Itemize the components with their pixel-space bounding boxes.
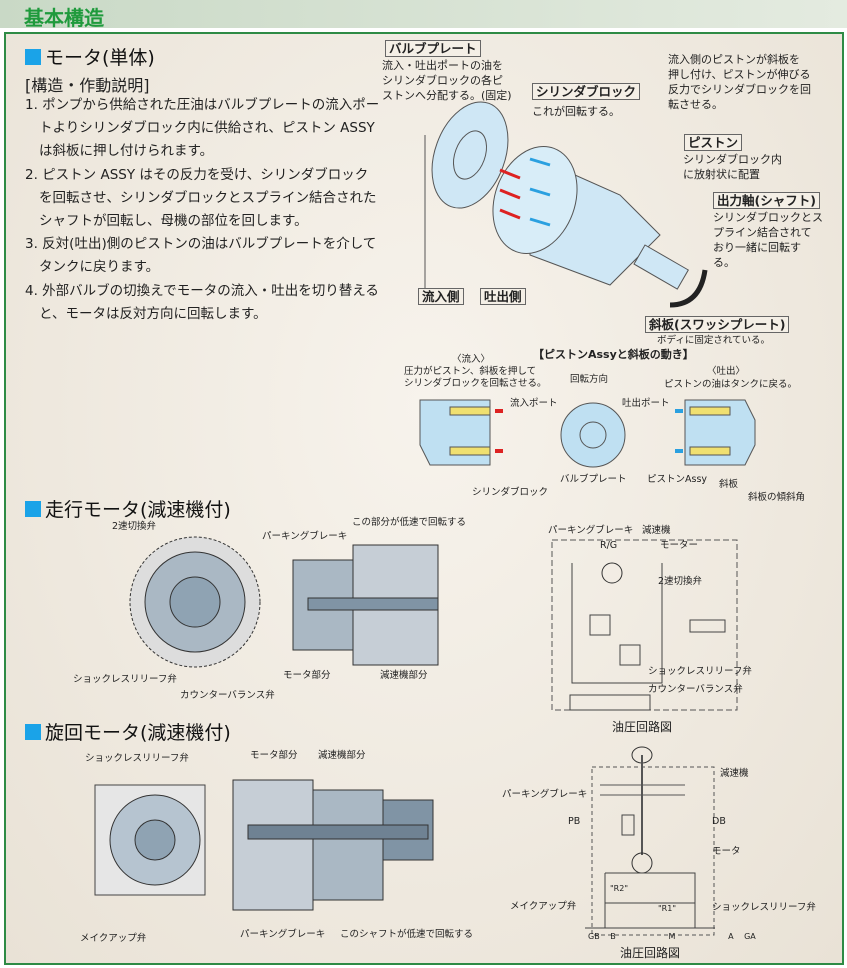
rotation-label: 回転方向 — [570, 374, 609, 385]
list-item: 3. 反対(吐出)側のピストンの油はバルブプレートを介してタンクに戻ります。 — [25, 236, 377, 276]
square-bullet-icon — [25, 724, 41, 740]
outflow-label: 〈吐出〉 — [707, 366, 746, 377]
label-shockless: ショックレスリリーフ弁 — [73, 674, 177, 685]
circuit-parking: パーキングブレーキ — [502, 789, 588, 800]
subtitle: [構造・作動説明] — [25, 76, 150, 95]
section-title-text: モータ(単体) — [45, 47, 155, 69]
label-swash-plate: 斜板(スワッシプレート) — [645, 316, 790, 333]
label-valve-plate: バルブプレート — [385, 40, 481, 57]
label-motor-part: モータ部分 — [250, 750, 298, 761]
section-title-motor: モータ(単体) — [25, 43, 155, 70]
label-inlet-side: 流入側 — [418, 288, 464, 305]
circuit-makeup: メイクアップ弁 — [510, 901, 577, 912]
outflow-desc: ピストンの油はタンクに戻る。 — [664, 379, 798, 390]
circuit-pb: PB — [568, 816, 581, 827]
circuit-motor: モータ — [712, 846, 741, 857]
circuit-shockless: ショックレスリリーフ弁 — [648, 666, 752, 677]
piston-assy-label: ピストンAssy — [647, 474, 708, 485]
page-title: 基本構造 — [24, 6, 104, 30]
outlet-port-label: 吐出ポート — [622, 398, 670, 409]
circuit-reducer: 減速機 — [720, 768, 749, 779]
label-outlet-side: 吐出側 — [480, 288, 526, 305]
label-parking: パーキングブレーキ — [262, 531, 348, 542]
circuit-motor: モーター — [660, 540, 699, 551]
inflow-label: 〈流入〉 — [452, 354, 491, 365]
piston-desc: シリンダブロック内に放射状に配置 — [683, 153, 782, 181]
travel-hydraulic-circuit — [551, 539, 738, 711]
circuit-caption: 油圧回路図 — [612, 720, 673, 734]
list-item: 2. ピストン ASSY はその反力を受け、シリンダブロックを回転させ、シリンダ… — [25, 166, 377, 230]
swash-angle-label: 斜板の傾斜角 — [748, 492, 806, 503]
label-piston: ピストン — [684, 134, 743, 151]
circuit-shockless: ショックレスリリーフ弁 — [712, 902, 816, 913]
shaft-desc: シリンダブロックとスプライン結合されており一緒に回転する。 — [713, 211, 823, 269]
circuit-rg: R/G — [600, 540, 618, 551]
travel-motor-section-illustration — [292, 544, 439, 666]
reaction-desc: 流入側のピストンが斜板を押し付け、ピストンが伸びる反力でシリンダブロックを回転さ… — [668, 53, 811, 111]
cylinder-block-desc: これが回転する。 — [532, 105, 620, 118]
swash-label: 斜板 — [719, 479, 739, 490]
label-cylinder-block: シリンダブロック — [532, 83, 641, 100]
swing-motor-front-illustration — [94, 784, 206, 896]
travel-motor-front-illustration — [129, 536, 261, 668]
label-shaft: 出力軸(シャフト) — [713, 192, 820, 209]
label-shockless: ショックレスリリーフ弁 — [85, 753, 189, 764]
circuit-ports: GB B M A GA — [588, 932, 756, 941]
label-two-speed: 2速切換弁 — [112, 521, 157, 532]
label-low-speed: この部分が低速で回転する — [352, 517, 467, 528]
movement-title: 【ピストンAssyと斜板の動き】 — [533, 348, 694, 361]
label-makeup: メイクアップ弁 — [80, 933, 147, 944]
inlet-port-label: 流入ポート — [510, 398, 558, 409]
swash-desc: ボディに固定されている。 — [657, 335, 771, 346]
circuit-two-speed: 2速切換弁 — [658, 576, 703, 587]
label-reducer-part: 減速機部分 — [318, 750, 366, 761]
label-counter-balance: カウンターバランス弁 — [180, 690, 275, 701]
circuit-r2: "R2" — [610, 884, 629, 893]
circuit-counter: カウンターバランス弁 — [648, 684, 743, 695]
square-bullet-icon — [25, 49, 41, 65]
label-parking: パーキングブレーキ — [240, 929, 326, 940]
section-title-swing: 旋回モータ(減速機付) — [25, 718, 231, 745]
cylinder-block-label: シリンダブロック — [472, 487, 549, 498]
label-reducer-part: 減速機部分 — [380, 670, 428, 681]
valve-plate-label: バルブプレート — [560, 474, 627, 485]
explanation-list: 1. ポンプから供給された圧油はバルブプレートの流入ポートよりシリンダブロック内… — [25, 94, 380, 326]
motor-exploded-illustration — [424, 101, 708, 308]
inflow-desc: 圧力がピストン、斜板を押してシリンダブロックを回転させる。 — [404, 366, 547, 389]
square-bullet-icon — [25, 501, 41, 517]
valve-plate-desc: 流入・吐出ポートの油をシリンダブロックの各ピストンへ分配する。(固定) — [382, 59, 512, 102]
circuit-caption: 油圧回路図 — [620, 946, 681, 960]
swing-motor-section-illustration — [232, 779, 434, 911]
piston-movement-illustration — [419, 399, 756, 468]
list-item: 1. ポンプから供給された圧油はバルブプレートの流入ポートよりシリンダブロック内… — [25, 97, 380, 160]
header-bar: 基本構造 — [0, 0, 847, 30]
circuit-db: DB — [712, 816, 726, 827]
circuit-reducer: 減速機 — [642, 525, 671, 536]
label-motor-part: モータ部分 — [283, 670, 331, 681]
circuit-parking: パーキングブレーキ — [548, 525, 634, 536]
list-item: 4. 外部バルブの切換えでモータの流入・吐出を切り替えると、モータは反対方向に回… — [25, 282, 379, 322]
label-low-speed: このシャフトが低速で回転する — [340, 929, 474, 940]
section-title-travel: 走行モータ(減速機付) — [25, 495, 231, 522]
swing-hydraulic-circuit — [585, 746, 715, 936]
circuit-r1: "R1" — [658, 904, 677, 913]
